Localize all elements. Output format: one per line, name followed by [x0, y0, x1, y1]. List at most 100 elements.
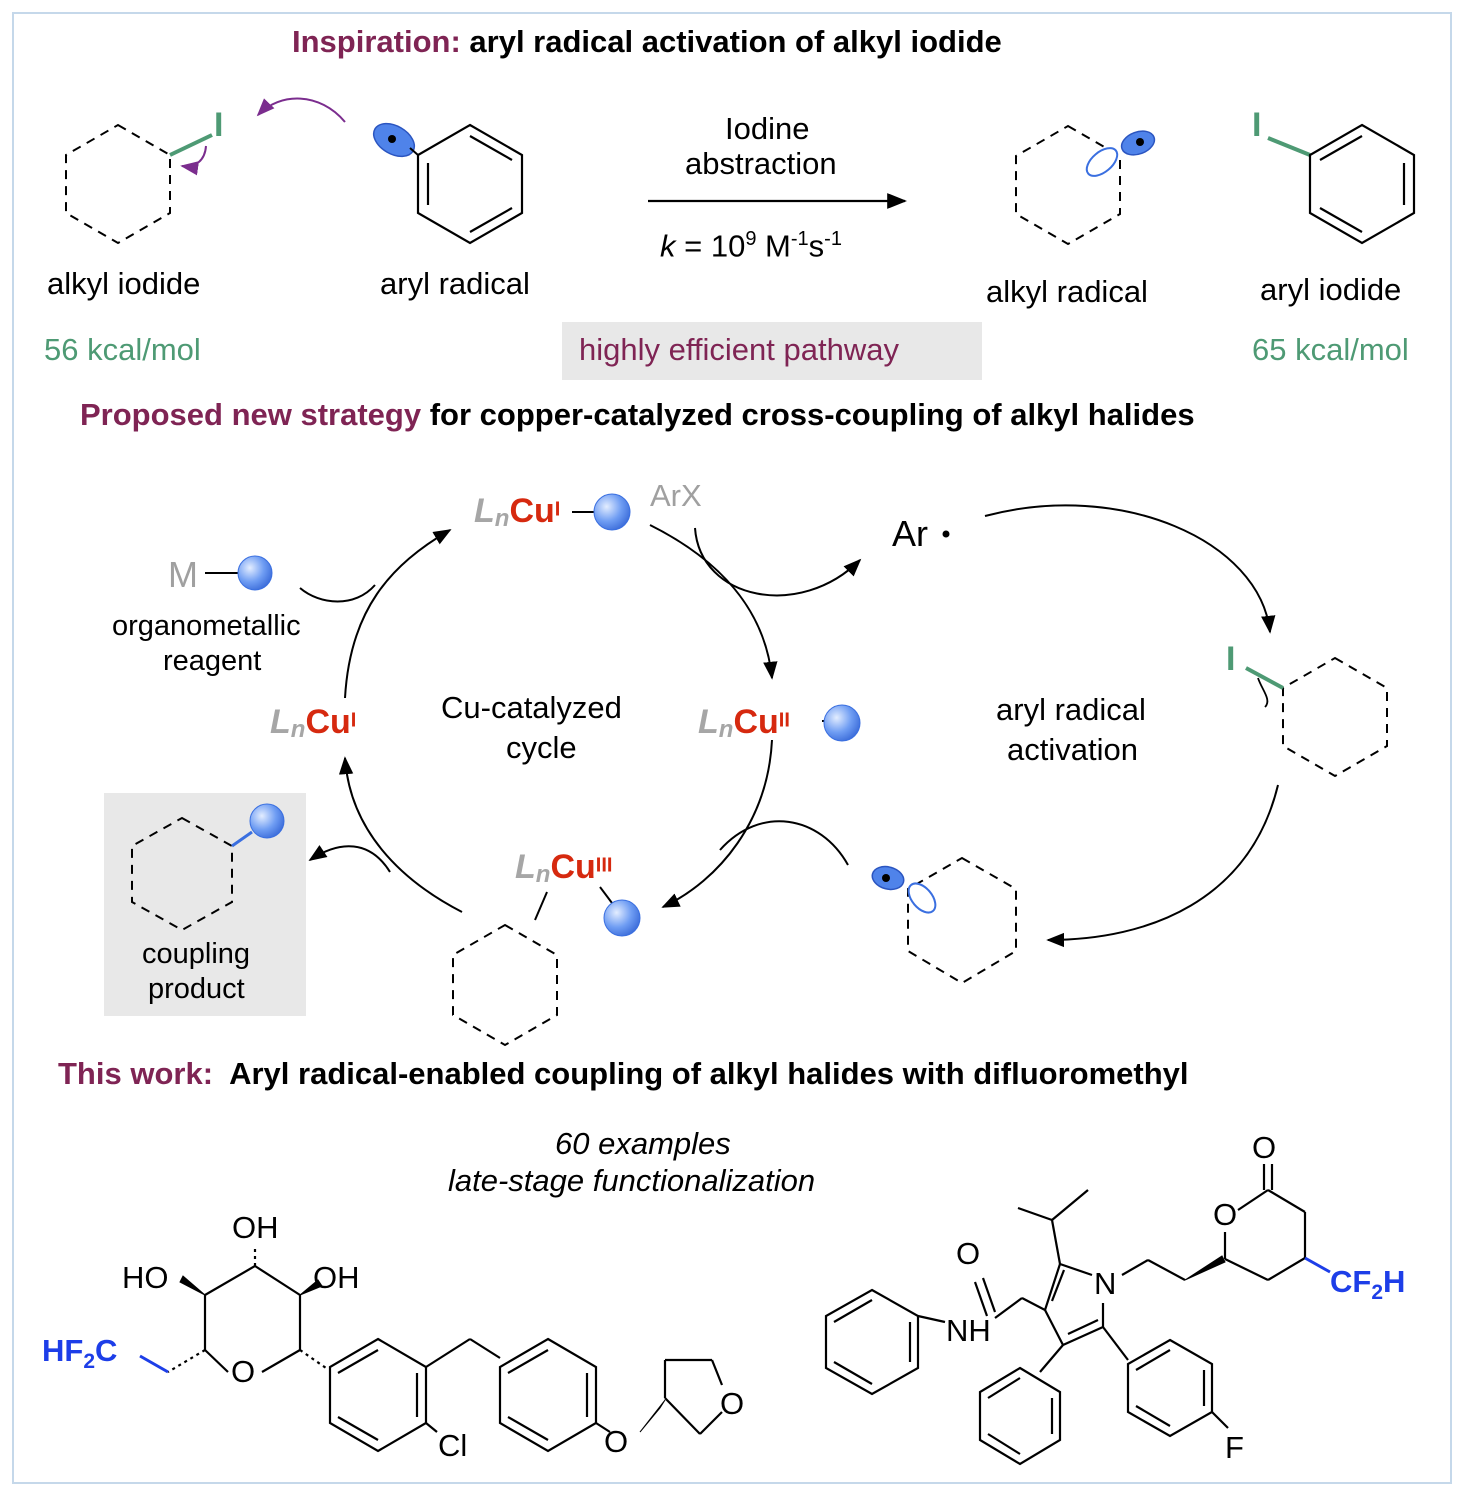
ln-letter: L	[698, 703, 719, 741]
cf2h-group: CF2H	[1330, 1264, 1405, 1305]
pathway-highlight-box	[562, 322, 982, 380]
right-carbonyl-o: O	[1252, 1130, 1277, 1165]
rate-constant: k = 109 M-1s-1	[660, 228, 842, 264]
cycle-alkyl-iodide-ring	[1282, 656, 1388, 778]
rate-unit1: M	[756, 228, 791, 264]
right-amide-o: O	[956, 1236, 981, 1271]
arrow-label-line1: Iodine	[725, 111, 810, 146]
rate-k: k	[660, 228, 676, 264]
organometallic-entry-arrow	[299, 584, 376, 603]
cf2h-b: H	[1383, 1264, 1406, 1299]
bde-left: 56 kcal/mol	[44, 332, 201, 367]
ox-state: I	[350, 709, 357, 732]
rate-exp3: -1	[824, 228, 842, 250]
alkyl-radical-ring	[1015, 124, 1121, 246]
cu-text: Cu	[733, 703, 779, 741]
reactant2-label: aryl radical	[380, 266, 530, 301]
alkyl-iodide-ring	[65, 123, 171, 245]
product-line1: coupling	[142, 938, 251, 970]
cu-ii-sphere	[823, 704, 861, 742]
examples-label: 60 examples	[555, 1126, 731, 1161]
cycle-arc-left-top	[344, 529, 452, 699]
cycle-label-line1: Cu-catalyzed	[441, 690, 622, 725]
section3-heading-accent: This work:	[58, 1056, 214, 1091]
cycle-arc-right-bottom	[661, 739, 773, 908]
cu-text: Cu	[509, 492, 555, 530]
cf2h-sub: 2	[1371, 1281, 1384, 1305]
product-line2: product	[148, 973, 245, 1005]
purple-arrow-top	[256, 97, 346, 123]
section2-heading-rest: for copper-catalyzed cross-coupling of a…	[429, 397, 1195, 432]
left-oh-right: OH	[313, 1260, 360, 1295]
cu-iii: LnCuIII	[515, 848, 612, 889]
reductive-elimination-arrow	[308, 845, 391, 873]
arrow-label-line2: abstraction	[685, 146, 837, 181]
hf2c-sub: 2	[83, 1350, 96, 1374]
product1-label: alkyl radical	[986, 274, 1148, 309]
left-ho: HO	[122, 1260, 169, 1295]
left-thf-o: O	[720, 1386, 745, 1421]
ln-sub: n	[494, 505, 510, 533]
radical-capture-arrow	[719, 820, 849, 866]
iodine-label-right: I	[1252, 106, 1262, 144]
hf2c-group: HF2C	[42, 1333, 117, 1374]
cu-iii-alkyl-ring	[452, 923, 558, 1047]
hf2c-a: HF	[42, 1333, 84, 1368]
iodine-label-left: I	[214, 106, 224, 144]
section3-heading-rest: Aryl radical-enabled coupling of alkyl h…	[229, 1056, 1189, 1091]
cf2h-a: CF	[1330, 1264, 1372, 1299]
ln-letter: L	[515, 848, 536, 886]
cu-ii: LnCuII	[698, 703, 790, 744]
left-oh-top: OH	[232, 1210, 279, 1245]
cu-i-top: LnCuI	[474, 492, 560, 533]
section1-heading: Inspiration: aryl radical activation of …	[292, 24, 1002, 60]
alkyl-p-orbital-lower	[1085, 147, 1119, 177]
section1-heading-rest: aryl radical activation of alkyl iodide	[469, 24, 1002, 59]
rate-eq: = 10	[675, 228, 746, 264]
activation-arrow-top	[984, 504, 1276, 634]
ln-sub: n	[290, 716, 306, 744]
left-ether-o: O	[604, 1424, 629, 1459]
section2-heading-accent: Proposed new strategy	[80, 397, 422, 432]
product-sphere	[249, 803, 285, 839]
left-cl: Cl	[438, 1428, 468, 1463]
cycle-iodine-label: I	[1226, 640, 1236, 678]
section2-heading: Proposed new strategy for copper-catalyz…	[80, 397, 1195, 433]
cu-i-left: LnCuI	[270, 703, 356, 744]
rate-exp1: 9	[745, 228, 757, 250]
right-nh: NH	[946, 1313, 991, 1348]
bde-right: 65 kcal/mol	[1252, 332, 1409, 367]
ln-letter: L	[474, 492, 495, 530]
cu-text: Cu	[550, 848, 596, 886]
organometallic-line2: reagent	[163, 645, 262, 677]
right-ring-o: O	[1213, 1197, 1238, 1232]
pathway-label: highly efficient pathway	[579, 332, 899, 367]
ln-sub: n	[718, 716, 734, 744]
m-sphere	[237, 555, 273, 591]
cycle-label-line2: cycle	[506, 730, 577, 765]
activation-arrow-bottom	[1046, 784, 1279, 948]
cycle-arc-right-top	[649, 524, 778, 680]
left-molecule	[139, 1246, 724, 1453]
section3-heading: This work: Aryl radical-enabled coupling…	[58, 1056, 1189, 1092]
rate-exp2: -1	[790, 228, 809, 250]
activation-line2: activation	[1007, 732, 1138, 767]
organometallic-line1: organometallic	[112, 610, 301, 642]
aryl-c-i-bond	[1267, 136, 1311, 157]
section1-heading-accent: Inspiration:	[292, 24, 461, 59]
product-ring	[131, 816, 233, 932]
right-n: N	[1094, 1266, 1117, 1301]
right-f: F	[1225, 1430, 1244, 1465]
right-molecule	[824, 1164, 1331, 1466]
ar-radical-label: Ar	[892, 513, 928, 554]
reactant1-label: alkyl iodide	[47, 266, 201, 301]
cu-text: Cu	[305, 703, 351, 741]
ox-state: I	[554, 498, 561, 521]
rate-unit2: s	[808, 228, 825, 264]
ox-state: II	[778, 709, 790, 732]
ln-sub: n	[535, 861, 551, 889]
hf2c-b: C	[95, 1333, 118, 1368]
left-ring-o: O	[231, 1354, 256, 1389]
activation-line1: aryl radical	[996, 692, 1146, 727]
